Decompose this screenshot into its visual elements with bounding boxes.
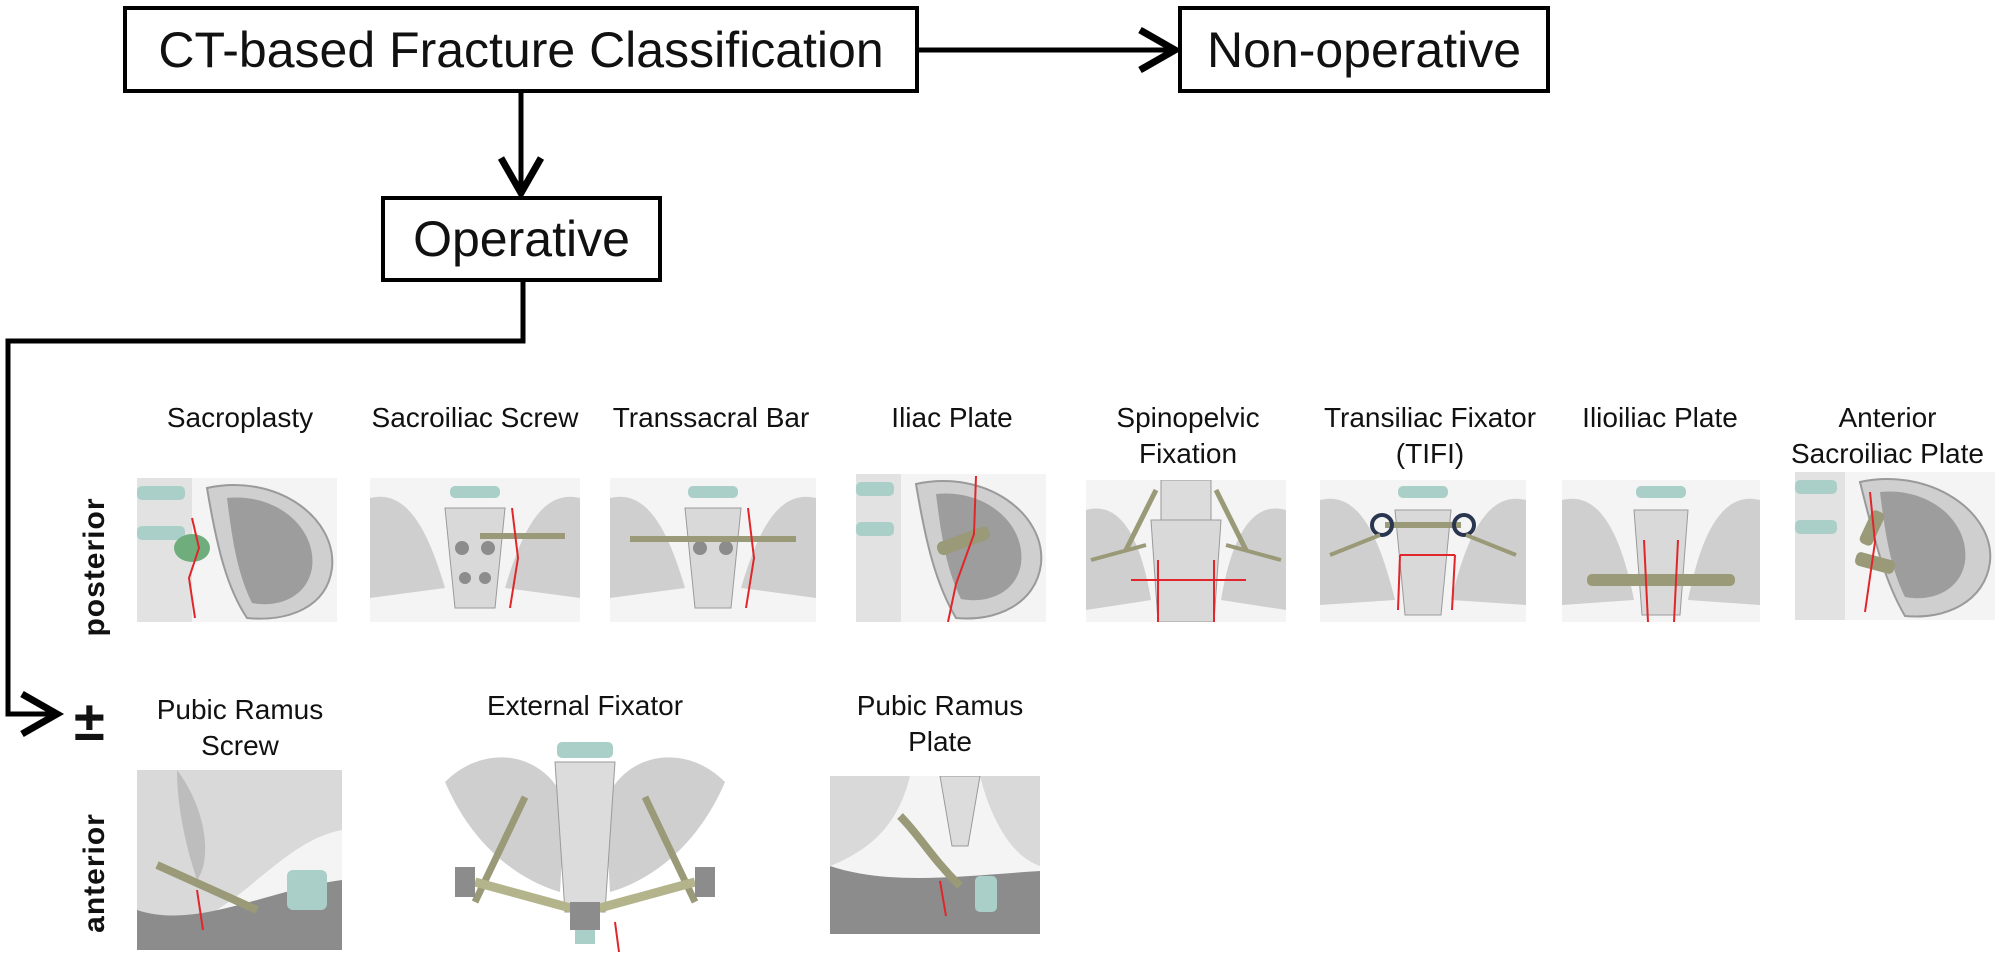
method-label-line1: Sacroiliac Screw [371,402,579,433]
method-label-line1: Pubic Ramus [856,690,1024,721]
operative-box: Operative [381,196,662,282]
transiliac-fixator-illustration [1320,480,1526,622]
method-label-line2: Screw [201,730,279,761]
pubic-ramus-screw-illustration [137,770,342,950]
method-label-line1: Pubic Ramus [156,694,324,725]
transsacral-bar-illustration [610,478,816,622]
method-label-line2: (TIFI) [1395,438,1465,469]
method-label-ilioiliac-plate: Ilioiliac Plate [1555,400,1765,436]
method-label-external-fixator: External Fixator [460,688,710,724]
method-label-sacroplasty: Sacroplasty [130,400,350,436]
ct-classification-label: CT-based Fracture Classification [158,21,884,78]
sacroiliac-screw-illustration [370,478,580,622]
arrow-to-methods [5,282,526,738]
method-label-line2: Sacroiliac Plate [1791,438,1984,469]
operative-label: Operative [413,211,630,267]
method-label-line1: Iliac Plate [891,402,1013,433]
plus-minus-label: ± [74,689,105,752]
method-label-line1: Ilioiliac Plate [1582,402,1738,433]
method-label-sacroiliac-screw: Sacroiliac Screw [360,400,590,436]
iliac-plate-illustration [856,474,1046,622]
ct-classification-box: CT-based Fracture Classification [123,6,919,93]
method-label-line2: Plate [908,726,972,757]
method-label-spinopelvic-fixation: Spinopelvic Fixation [1078,400,1298,472]
method-label-pubic-ramus-plate: Pubic Ramus Plate [830,688,1050,760]
sacroplasty-illustration [137,478,337,622]
method-label-iliac-plate: Iliac Plate [852,400,1052,436]
non-operative-label: Non-operative [1206,21,1522,78]
ilioiliac-plate-illustration [1562,480,1760,622]
non-operative-box: Non-operative [1178,6,1550,93]
method-label-line1: Anterior [1838,402,1937,433]
method-label-line2: Fixation [1138,438,1238,469]
anterior-side-label: anterior [78,813,111,933]
method-label-line1: Transiliac Fixator [1323,402,1537,433]
method-label-line1: Sacroplasty [166,402,314,433]
pubic-ramus-plate-illustration [830,776,1040,934]
anterior-sacroiliac-plate-illustration [1795,472,1995,620]
method-label-transsacral-bar: Transsacral Bar [598,400,824,436]
method-label-line1: Transsacral Bar [612,402,810,433]
external-fixator-illustration [435,742,735,952]
method-label-transiliac-fixator: Transiliac Fixator (TIFI) [1300,400,1560,472]
spinopelvic-fixation-illustration [1086,480,1286,622]
method-label-pubic-ramus-screw: Pubic Ramus Screw [135,692,345,764]
method-label-anterior-sacroiliac-plate: Anterior Sacroiliac Plate [1770,400,2005,472]
posterior-side-label: posterior [78,497,111,637]
method-label-line1: Spinopelvic [1116,402,1260,433]
method-label-line1: External Fixator [486,690,684,721]
